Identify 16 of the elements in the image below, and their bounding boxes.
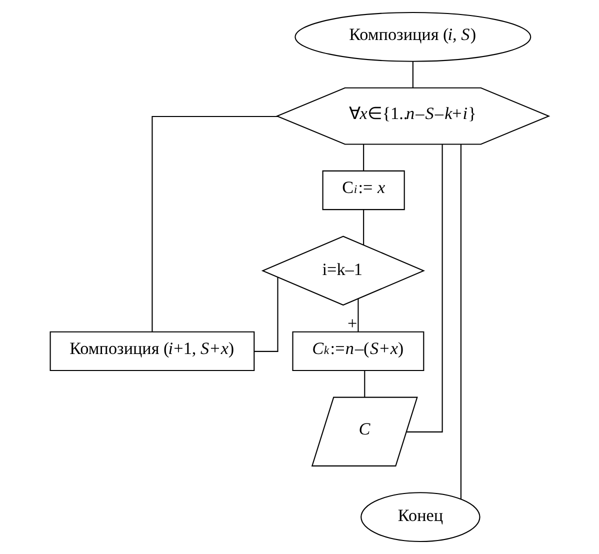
node-box: Композиция (i+1, S+x) <box>50 331 255 372</box>
connector <box>254 277 278 352</box>
node-ellipse: Конец <box>360 492 480 542</box>
connector <box>364 370 366 398</box>
edge-label: + <box>347 314 358 334</box>
connector <box>460 144 462 500</box>
connector <box>412 62 414 88</box>
connector <box>363 144 364 171</box>
node-diamond: i=k–1 <box>261 236 426 306</box>
node-ellipse: Композиция (i, S) <box>294 12 532 62</box>
connector <box>406 144 443 432</box>
connector <box>358 298 359 332</box>
node-box: Ck:=n–(S+x) <box>292 331 424 372</box>
connector <box>152 116 278 332</box>
node-box: Ci:= x <box>322 170 405 210</box>
connector <box>363 210 364 245</box>
